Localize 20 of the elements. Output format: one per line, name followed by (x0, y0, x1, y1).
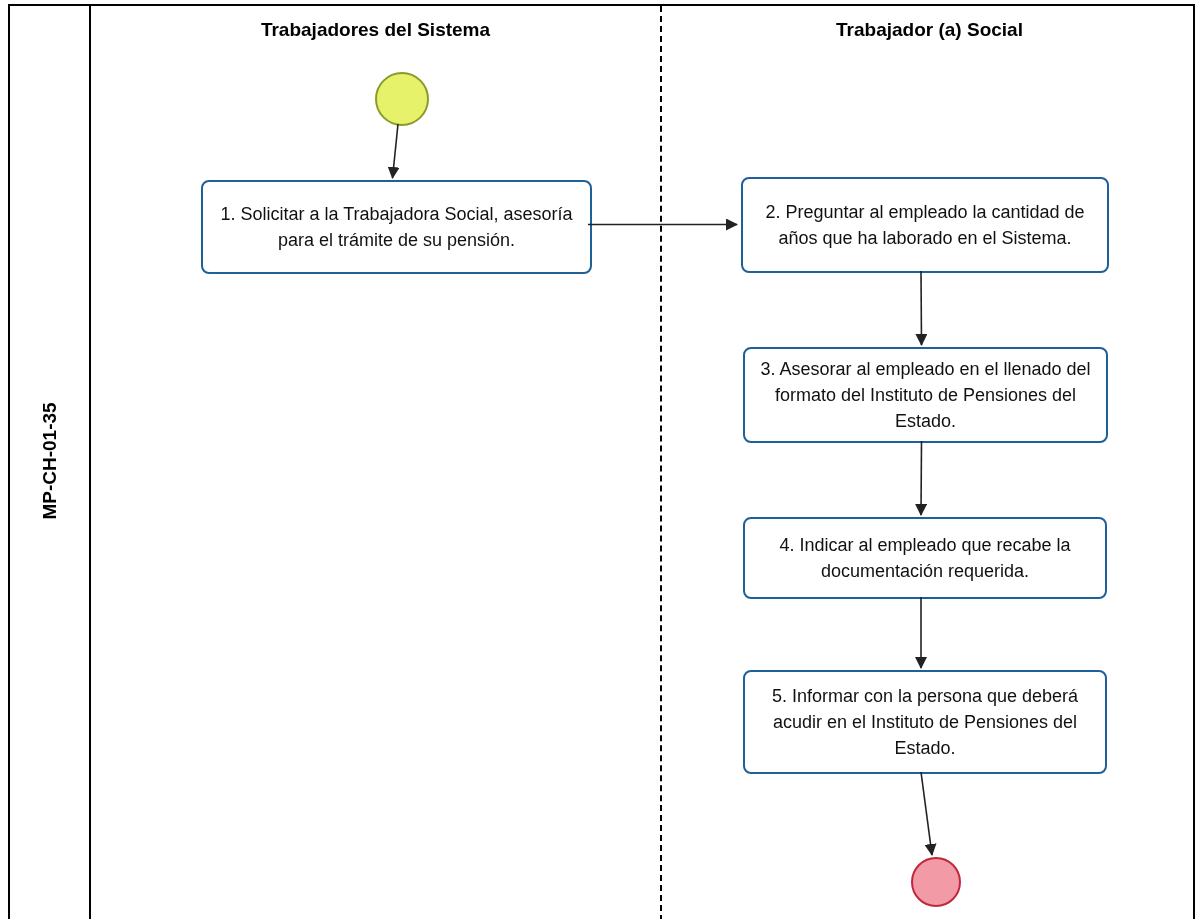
task-box (743, 670, 1107, 774)
task-text: 5. Informar con la persona que deberá acudir en el Instituto de Pensiones del Estado. (770, 685, 1080, 760)
arrow (915, 596, 927, 669)
arrow (915, 440, 928, 516)
task-box (743, 517, 1107, 599)
lane-header: Trabajador (a) Social (835, 18, 1024, 42)
task-text: 2. Preguntar al empleado la cantidad de años que ha laborado en el Sistema. (764, 201, 1086, 250)
task-box (741, 177, 1109, 273)
task-text: 4. Indicar al empleado que recabe la documentación requerida. (778, 534, 1072, 583)
task-text: 1. Solicitar a la Trabajadora Social, asesoría para el trámite de su pensión. (219, 203, 574, 252)
pool-label: MP-CH-01-35 (37, 402, 61, 520)
arrow (920, 771, 937, 856)
arrow (587, 218, 738, 231)
task-text: 3. Asesorar al empleado en el llenado del formato del Instituto de Pensiones del Estado. (759, 358, 1092, 433)
arrow (387, 123, 400, 179)
lane-header: Trabajadores del Sistema (259, 18, 492, 42)
pool-frame (8, 4, 1195, 919)
arrow (915, 270, 928, 346)
task-box (201, 180, 592, 274)
task-box (743, 347, 1108, 443)
